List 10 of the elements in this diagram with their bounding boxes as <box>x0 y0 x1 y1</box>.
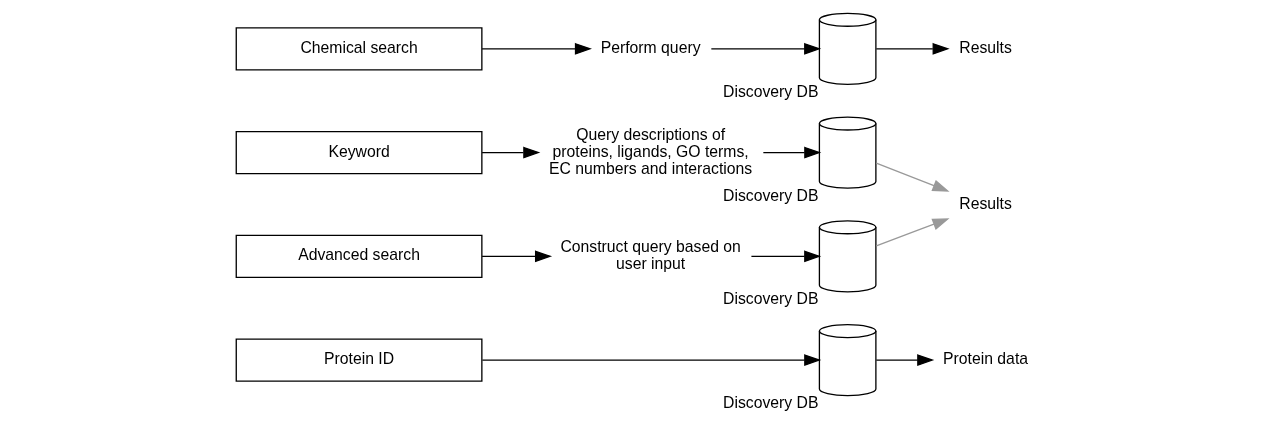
node-label: Discovery DB <box>722 82 819 100</box>
node-label: Discovery DB <box>722 394 819 412</box>
node-text: Results <box>958 195 1012 213</box>
node-text: Protein data <box>942 350 1028 368</box>
node-label: Discovery DB <box>722 186 819 204</box>
node-text: Perform query <box>600 38 701 56</box>
node-text: Construct query based on user input <box>559 237 741 272</box>
node-label: Discovery DB <box>722 290 819 308</box>
node-text: Query descriptions of proteins, ligands, GO terms, EC numbers and interactions <box>548 125 752 177</box>
node-text: Results <box>958 38 1012 56</box>
